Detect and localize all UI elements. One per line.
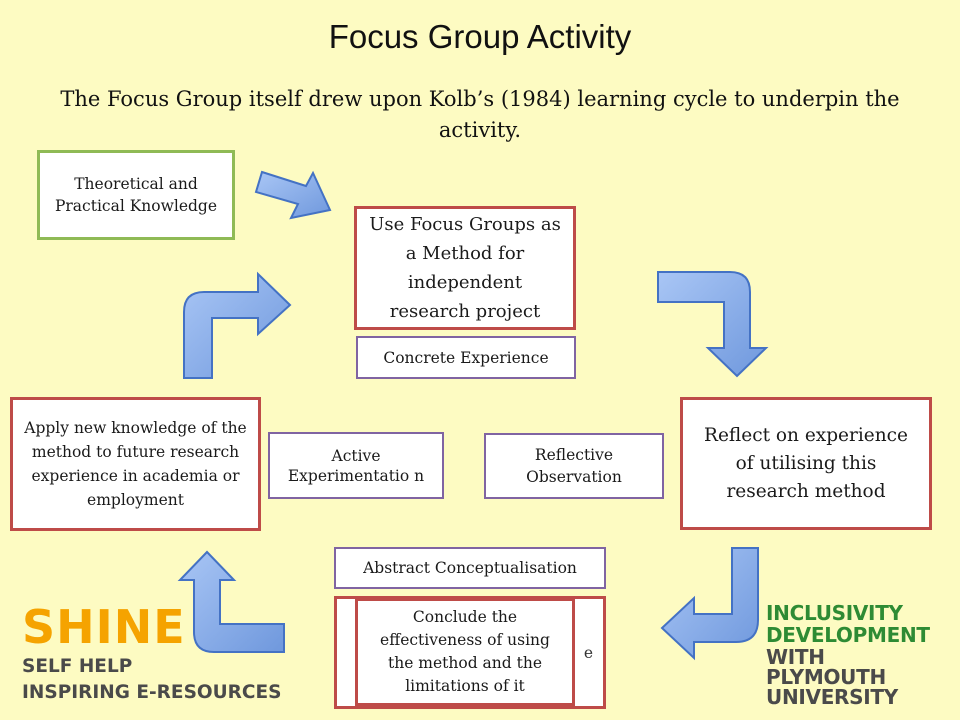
box-text-fragment: e (583, 643, 593, 662)
arrow-icon (254, 170, 332, 220)
shine-logo-title: SHINE (22, 600, 186, 654)
plymouth-logo-line4: PLYMOUTH (766, 665, 886, 689)
plymouth-logo-line3: WITH (766, 645, 825, 669)
use-focus-groups-box: Use Focus Groups as a Method for indepen… (354, 206, 576, 330)
conclude-effectiveness-box: Conclude the effectiveness of using the … (355, 598, 575, 706)
slide-title: Focus Group Activity (328, 18, 632, 55)
apply-new-knowledge-box: Apply new knowledge of the method to fut… (10, 397, 261, 531)
arrow-icon (660, 547, 759, 661)
box-text: Use Focus Groups as a Method for indepen… (369, 214, 561, 322)
plymouth-logo-line1: INCLUSIVITY (766, 601, 903, 625)
box-text: Conclude the effectiveness of using the … (380, 608, 550, 695)
theoretical-practical-knowledge-box: Theoretical and Practical Knowledge (37, 150, 235, 240)
shine-logo-line2: INSPIRING E-RESOURCES (22, 682, 282, 703)
box-text: Active Experimentatio n (287, 446, 425, 485)
arrow-icon (183, 271, 292, 379)
plymouth-logo-line2: DEVELOPMENT (766, 623, 930, 647)
box-text: Concrete Experience (383, 348, 549, 367)
reflect-on-experience-box: Reflect on experience of utilising this … (680, 397, 932, 530)
box-text: Reflect on experience of utilising this … (704, 424, 908, 502)
shine-logo-line1: SELF HELP (22, 656, 133, 677)
box-text: Reflective Observation (526, 446, 622, 486)
active-experimentation-label: Active Experimentatio n (268, 432, 444, 499)
abstract-conceptualisation-label: Abstract Conceptualisation (334, 547, 606, 589)
arrow-icon (177, 550, 285, 653)
slide-subtitle: The Focus Group itself drew upon Kolb’s … (60, 87, 900, 142)
concrete-experience-label: Concrete Experience (356, 336, 576, 379)
arrow-icon (657, 271, 769, 378)
reflective-observation-label: Reflective Observation (484, 433, 664, 499)
box-text: Abstract Conceptualisation (363, 559, 577, 577)
box-text: Theoretical and Practical Knowledge (54, 175, 218, 215)
plymouth-logo-line5: UNIVERSITY (766, 685, 898, 709)
box-text: Apply new knowledge of the method to fut… (24, 419, 247, 509)
